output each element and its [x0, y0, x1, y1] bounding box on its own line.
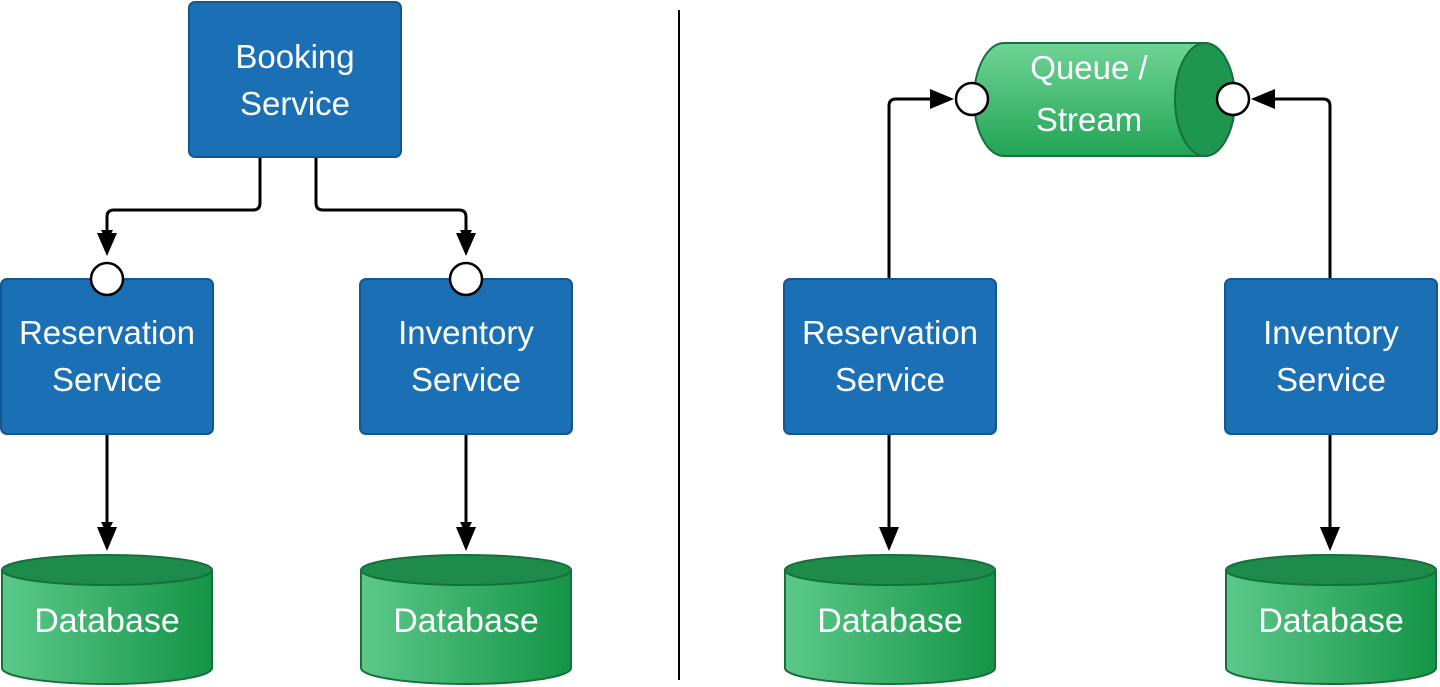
right-connectors [887, 97, 1332, 532]
arrowhead [930, 89, 954, 109]
left-reservation-line2: Service [52, 361, 162, 398]
booking-service-line2: Service [240, 85, 350, 122]
left-reservation-interface-port [89, 261, 125, 297]
arrowhead [1251, 89, 1275, 109]
left-inventory-line2: Service [411, 361, 521, 398]
right-inventory-line1: Inventory [1263, 314, 1399, 351]
right-reservation-database[interactable]: Database [784, 554, 996, 685]
arrowhead [97, 233, 117, 256]
queue-stream[interactable]: Queue / Stream [973, 42, 1236, 157]
queue-line2: Stream [1036, 101, 1142, 138]
left-reservation-service-box[interactable]: Reservation Service [0, 278, 214, 435]
right-inventory-line2: Service [1276, 361, 1386, 398]
reservation-to-queue-connector [887, 97, 940, 279]
left-connectors [101, 157, 472, 534]
right-inventory-db-label: Database [1258, 602, 1404, 640]
queue-line1: Queue / [1030, 49, 1148, 86]
arrowhead [456, 527, 476, 551]
booking-service-line1: Booking [235, 38, 354, 75]
booking-to-reservation-connector [101, 157, 262, 242]
arrowhead [879, 527, 899, 551]
right-reservation-service-box[interactable]: Reservation Service [783, 278, 997, 435]
right-arrowheads [879, 89, 1340, 551]
left-inventory-db-label: Database [393, 602, 539, 640]
queue-interface-port-left [954, 81, 990, 117]
left-inventory-line1: Inventory [398, 314, 534, 351]
left-reservation-line1: Reservation [19, 314, 195, 351]
booking-service-box[interactable]: Booking Service [188, 1, 402, 158]
right-reservation-line1: Reservation [802, 314, 978, 351]
right-inventory-service-box[interactable]: Inventory Service [1224, 278, 1438, 435]
booking-to-inventory-connector [314, 157, 472, 242]
left-reservation-db-label: Database [34, 602, 180, 640]
arrowhead [456, 233, 476, 256]
left-inventory-service-box[interactable]: Inventory Service [359, 278, 573, 435]
right-reservation-db-label: Database [817, 602, 963, 640]
right-inventory-database[interactable]: Database [1225, 554, 1437, 685]
inventory-to-queue-connector [1265, 97, 1332, 279]
left-reservation-database[interactable]: Database [0, 554, 213, 685]
queue-interface-port-right [1215, 81, 1251, 117]
left-inventory-database[interactable]: Database [360, 554, 572, 685]
right-reservation-line2: Service [835, 361, 945, 398]
left-arrowheads [97, 233, 476, 551]
arrowhead [1320, 527, 1340, 551]
arrowhead [97, 527, 117, 551]
left-inventory-interface-port [448, 261, 484, 297]
